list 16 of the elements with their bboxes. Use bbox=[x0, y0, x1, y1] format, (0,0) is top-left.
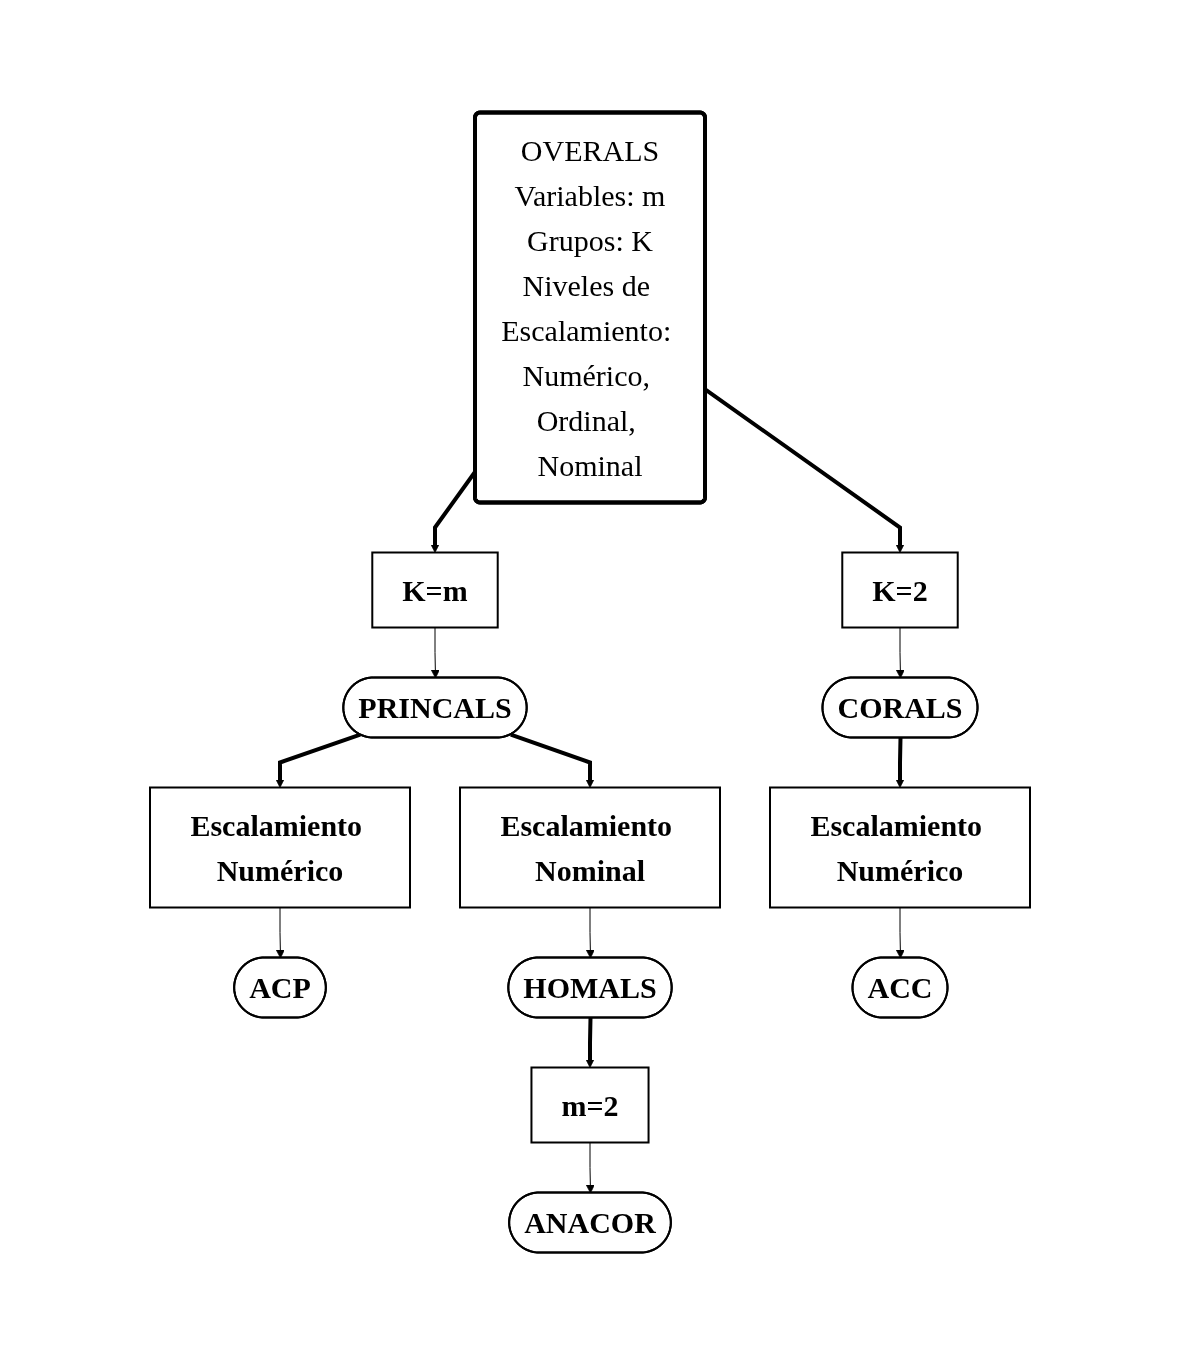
arrow bbox=[585, 1017, 594, 1068]
arrow bbox=[430, 627, 440, 679]
node-box: m=2 bbox=[529, 1066, 650, 1144]
node-box: Escalamiento Nominal bbox=[458, 786, 721, 909]
node-box: K=2 bbox=[840, 551, 959, 629]
arrow bbox=[895, 907, 905, 959]
arrow bbox=[275, 907, 285, 959]
node-box: K=m bbox=[370, 551, 499, 629]
node-box: Escalamiento Numérico bbox=[148, 786, 411, 909]
node-box: Escalamiento Numérico bbox=[768, 786, 1031, 909]
arrow bbox=[509, 732, 594, 788]
arrow bbox=[585, 1142, 595, 1194]
arrow bbox=[275, 732, 361, 788]
arrow bbox=[585, 907, 595, 959]
arrow bbox=[895, 737, 904, 788]
arrow bbox=[895, 627, 905, 679]
